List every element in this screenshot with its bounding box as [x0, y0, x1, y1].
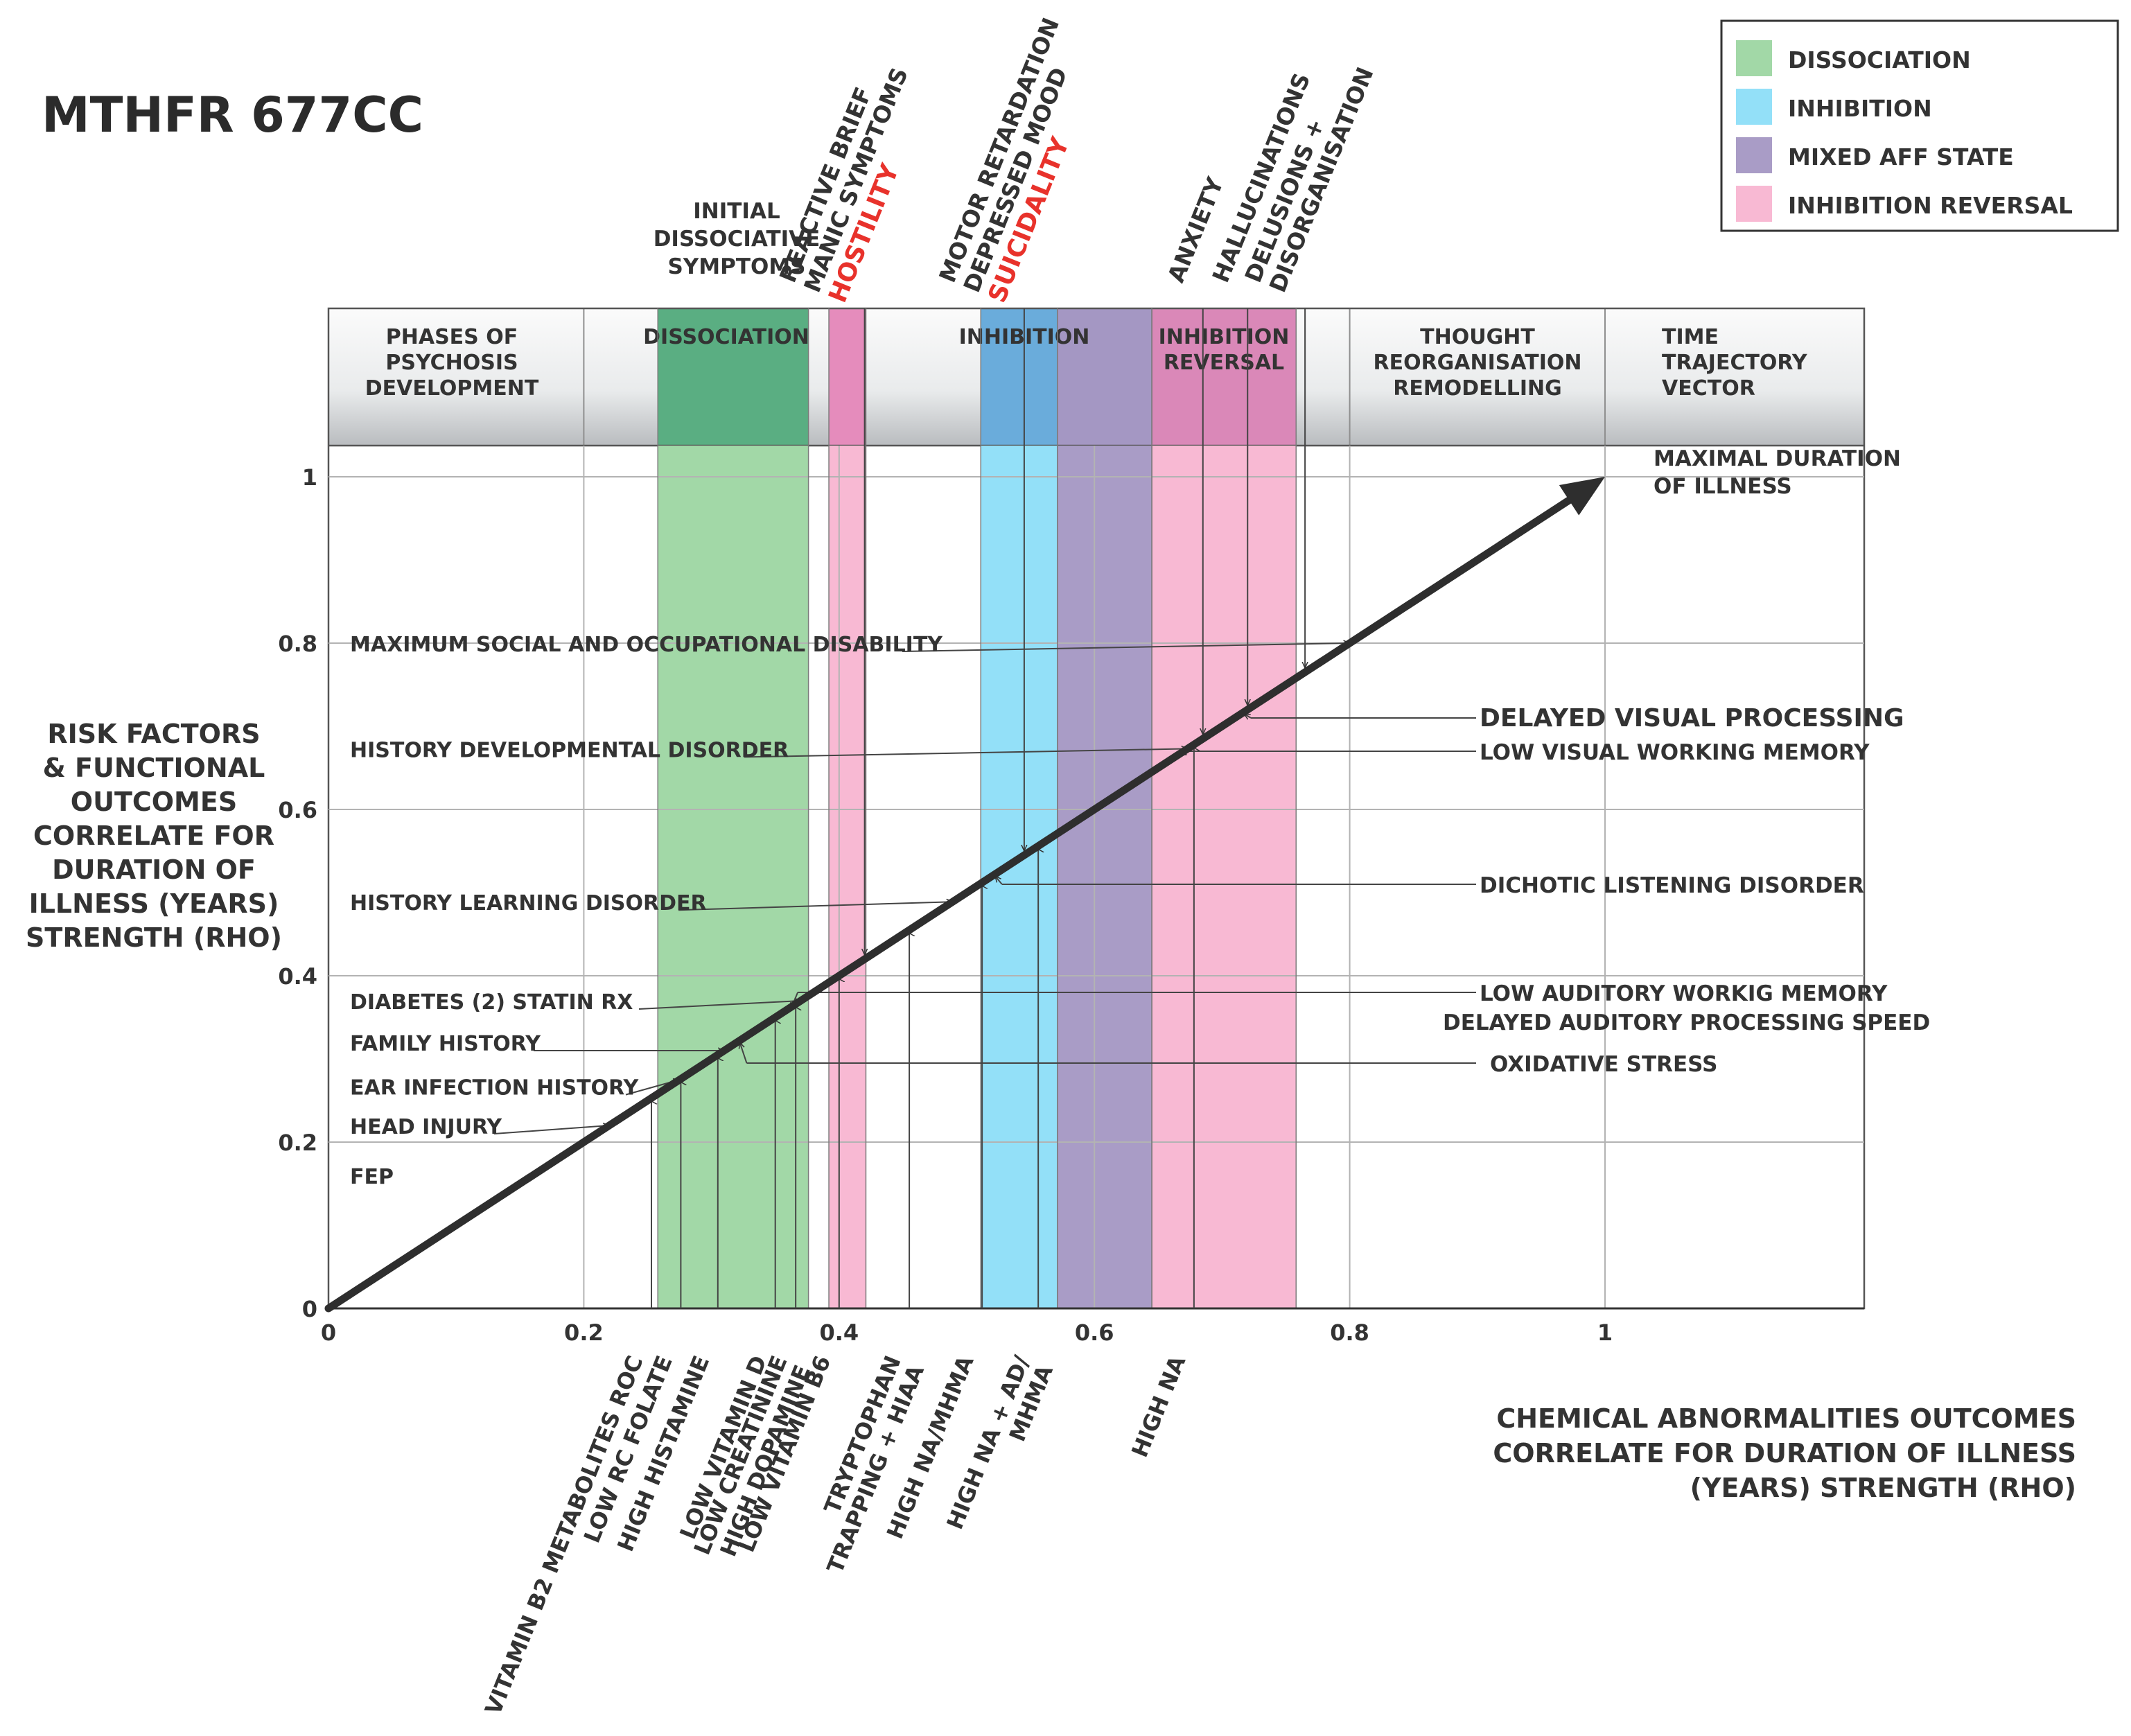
y-axis-title-line: DURATION OF	[52, 854, 256, 885]
factor-label: FEP	[350, 1165, 394, 1189]
header-band	[1152, 308, 1297, 446]
outcome-label: DELAYED AUDITORY PROCESSING SPEED	[1443, 1010, 1930, 1035]
phase-label-time: TIME	[1662, 325, 1719, 349]
y-tick-label: 0.4	[278, 963, 317, 990]
y-tick-label: 0	[302, 1296, 317, 1322]
legend-swatch	[1736, 186, 1772, 222]
phase-label-inhibition-reversal: REVERSAL	[1164, 351, 1284, 375]
legend-label: INHIBITION REVERSAL	[1788, 192, 2073, 219]
chemical-label-group: HIGH NA	[1126, 1352, 1191, 1462]
factor-connector	[493, 1125, 609, 1134]
x-tick-label: 0.6	[1075, 1319, 1114, 1346]
factor-connector	[902, 643, 1350, 652]
initial-symptoms-label: DISSOCIATIVE	[654, 227, 821, 252]
factor-label: HEAD INJURY	[350, 1115, 502, 1139]
legend-swatch	[1736, 89, 1772, 125]
phase-band	[1152, 446, 1297, 1308]
legend-swatch	[1736, 40, 1772, 76]
header-band	[981, 308, 1058, 446]
y-tick-label: 0.8	[278, 631, 317, 657]
factor-label: EAR INFECTION HISTORY	[350, 1076, 640, 1101]
phase-label-time: VECTOR	[1662, 376, 1755, 401]
y-tick-label: 0.2	[278, 1130, 317, 1156]
outcome-label: LOW AUDITORY WORKIG MEMORY	[1480, 981, 1888, 1006]
factor-connector	[678, 902, 953, 911]
y-axis-title-line: RISK FACTORS	[47, 719, 260, 749]
header-band	[1057, 308, 1152, 446]
factor-label: FAMILY HISTORY	[350, 1032, 541, 1056]
x-tick-label: 0	[321, 1319, 336, 1346]
phase-label-thought: REORGANISATION	[1373, 351, 1581, 375]
x-axis-title-line: CORRELATE FOR DURATION OF ILLNESS	[1493, 1438, 2076, 1468]
figure-title: MTHFR 677CC	[42, 87, 423, 143]
factor-connector	[744, 748, 1188, 758]
outcome-label: OXIDATIVE STRESS	[1490, 1052, 1717, 1077]
phase-label-development: PSYCHOSIS	[385, 351, 518, 375]
header-band	[829, 308, 866, 446]
legend-swatch	[1736, 137, 1772, 173]
phase-label-development: DEVELOPMENT	[365, 376, 539, 401]
x-axis-title-line: CHEMICAL ABNORMALITIES OUTCOMES	[1496, 1403, 2076, 1434]
legend-label: MIXED AFF STATE	[1788, 143, 2014, 170]
left-factor-labels: MAXIMUM SOCIAL AND OCCUPATIONAL DISABILI…	[350, 633, 943, 1189]
x-axis-title: CHEMICAL ABNORMALITIES OUTCOMES CORRELATE…	[1493, 1403, 2076, 1503]
phase-label-thought: REMODELLING	[1393, 376, 1561, 401]
legend-label: DISSOCIATION	[1788, 46, 1971, 73]
y-axis-title-line: ILLNESS (YEARS)	[29, 888, 279, 919]
header-band	[658, 308, 809, 446]
right-outcome-labels: DELAYED VISUAL PROCESSING LOW VISUAL WORK…	[1443, 704, 1930, 1077]
initial-symptoms-label: SYMPTOMS	[667, 254, 805, 279]
trajectory-label: OF ILLNESS	[1654, 474, 1792, 499]
phase-band	[1057, 446, 1152, 1308]
trajectory-label: MAXIMAL DURATION	[1654, 446, 1901, 471]
legend: DISSOCIATION INHIBITION MIXED AFF STATE INH…	[1720, 19, 2119, 232]
connector-lines	[493, 308, 1476, 1308]
x-tick-label: 1	[1597, 1319, 1613, 1346]
phase-band	[658, 446, 809, 1308]
phase-label-dissociation: DISSOCIATION	[643, 325, 809, 349]
x-tick-label: 0.2	[564, 1319, 604, 1346]
trajectory-line	[324, 496, 1573, 1313]
phase-label-thought: THOUGHT	[1420, 325, 1535, 349]
y-axis-title-line: & FUNCTIONAL	[43, 753, 265, 783]
phase-bands	[658, 446, 1297, 1308]
initial-symptoms-label: INITIAL	[693, 199, 780, 224]
y-axis-title-line: CORRELATE FOR	[33, 821, 274, 851]
phase-label-inhibition-reversal: INHIBITION	[1159, 325, 1290, 349]
outcome-label: LOW VISUAL WORKING MEMORY	[1480, 740, 1870, 765]
y-axis-title-line: STRENGTH (RHO)	[26, 922, 282, 953]
legend-box	[1720, 19, 2119, 232]
legend-label: INHIBITION	[1788, 95, 1932, 122]
trajectory-arrowhead	[1559, 477, 1605, 516]
outcome-label: DICHOTIC LISTENING DISORDER	[1480, 873, 1864, 898]
x-tick-label: 0.8	[1330, 1319, 1369, 1346]
outcome-pointer	[739, 1042, 748, 1064]
factor-label: MAXIMUM SOCIAL AND OCCUPATIONAL DISABILI…	[350, 633, 943, 657]
y-tick-label: 1	[302, 464, 317, 491]
factor-label: HISTORY LEARNING DISORDER	[350, 891, 707, 915]
x-axis-title-line: (YEARS) STRENGTH (RHO)	[1690, 1473, 2076, 1503]
phase-label-development: PHASES OF	[386, 325, 518, 349]
chemical-label: HIGH NA	[1126, 1352, 1191, 1462]
factor-label: DIABETES (2) STATIN RX	[350, 990, 633, 1015]
y-axis-title: RISK FACTORS & FUNCTIONAL OUTCOMES CORRELAT…	[26, 719, 282, 953]
factor-label: HISTORY DEVELOPMENTAL DISORDER	[350, 738, 789, 762]
phase-band	[829, 446, 866, 1308]
x-tick-label: 0.4	[819, 1319, 859, 1346]
outcome-label: DELAYED VISUAL PROCESSING	[1480, 704, 1904, 733]
trajectory-vector: MAXIMAL DURATION OF ILLNESS	[324, 446, 1901, 1313]
factor-connector	[638, 1001, 801, 1010]
y-tick-label: 0.6	[278, 797, 317, 823]
phase-label-time: TRAJECTORY	[1662, 351, 1808, 375]
y-axis-title-line: OUTCOMES	[71, 787, 237, 817]
axis-ticks: 0 0.2 0.4 0.6 0.8 1 0 0.2 0.4 0.6 0.8 1	[278, 464, 1613, 1346]
